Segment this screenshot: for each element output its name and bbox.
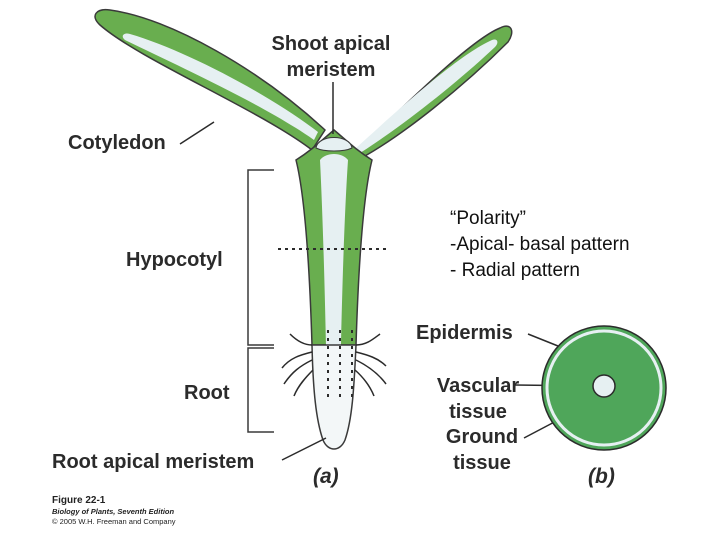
right-cotyledon-vein [352,39,498,158]
note-line-polarity: “Polarity” [450,208,527,229]
shoot-apex [315,137,353,152]
label-shoot-apical-meristem-2: meristem [287,59,376,81]
label-root-apical-meristem: Root apical meristem [52,451,254,473]
label-root: Root [184,382,230,404]
caption-book: Biology of Plants, Seventh Edition [52,507,175,516]
label-shoot-apical-meristem-1: Shoot apical [272,33,391,55]
root-dotted-lines [327,330,353,398]
cross-section-vascular [592,374,616,398]
caption-figure: Figure 22-1 [52,495,106,506]
label-ground-tissue-1: Ground [446,426,518,448]
label-panel-a: (a) [313,465,339,488]
root-bracket [247,347,274,433]
label-epidermis: Epidermis [416,322,513,344]
seedling [94,8,513,450]
cross-section-epidermis [545,329,663,447]
label-cotyledon: Cotyledon [68,132,166,154]
note-line-radial: - Radial pattern [450,260,580,281]
label-panel-b: (b) [588,465,615,488]
left-cotyledon-vein [122,33,318,140]
label-ground-tissue-2: tissue [453,452,511,474]
caption-copyright: © 2005 W.H. Freeman and Company [52,517,176,526]
root-hairs [281,333,387,397]
polarity-note: “Polarity” -Apical- basal pattern - Radi… [450,206,630,284]
note-line-apical-basal: -Apical- basal pattern [450,234,630,255]
hypocotyl-bracket [247,169,274,346]
label-vascular-tissue-1: Vascular [437,375,520,397]
root-body [311,344,357,450]
label-vascular-tissue-2: tissue [449,401,507,423]
label-hypocotyl: Hypocotyl [126,249,223,271]
cross-section [541,325,667,451]
